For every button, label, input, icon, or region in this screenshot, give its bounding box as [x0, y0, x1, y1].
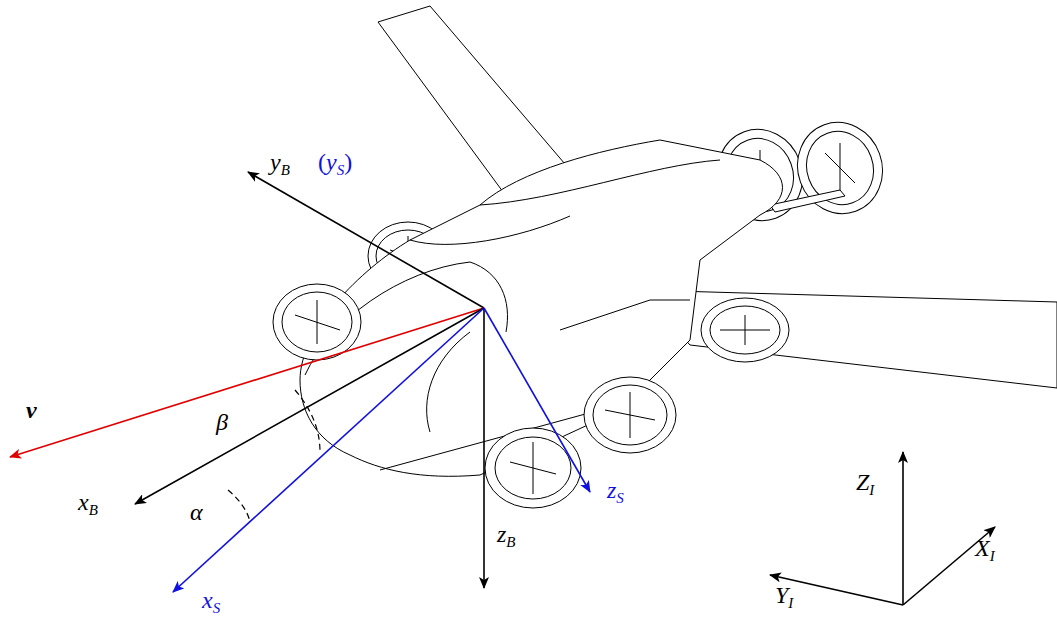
glyph: β [216, 409, 228, 435]
angle-label: β [216, 410, 228, 434]
axis-label: YI [775, 583, 793, 611]
glyph: S [213, 600, 221, 616]
glyph: S [337, 162, 345, 178]
glyph: α [190, 499, 203, 525]
glyph: Y [775, 582, 788, 608]
glyph: z [607, 477, 616, 503]
axis-label: (yS) [318, 150, 352, 178]
glyph: y [270, 149, 281, 175]
glyph: y [326, 149, 337, 175]
axis-label: xB [78, 490, 98, 518]
glyph: I [869, 482, 874, 498]
glyph: B [89, 502, 98, 518]
axis-label: zS [607, 478, 624, 506]
axis-label: ZI [856, 470, 874, 498]
axis-label: xS [202, 588, 220, 616]
velocity-label: v [26, 398, 37, 422]
glyph: Z [856, 469, 869, 495]
glyph: B [506, 534, 515, 550]
axis-label: XI [975, 536, 995, 564]
glyph: S [616, 490, 624, 506]
glyph: B [281, 162, 290, 178]
angle-label: α [190, 500, 203, 524]
glyph: v [26, 397, 37, 423]
glyph: I [788, 595, 793, 611]
glyph: ( [318, 149, 326, 175]
axis-label: yB [270, 150, 290, 178]
glyph: x [78, 489, 89, 515]
glyph: X [975, 535, 990, 561]
glyph: I [990, 548, 995, 564]
glyph: ) [344, 149, 352, 175]
axis-label: zB [497, 522, 516, 550]
glyph: x [202, 587, 213, 613]
glyph: z [497, 521, 506, 547]
